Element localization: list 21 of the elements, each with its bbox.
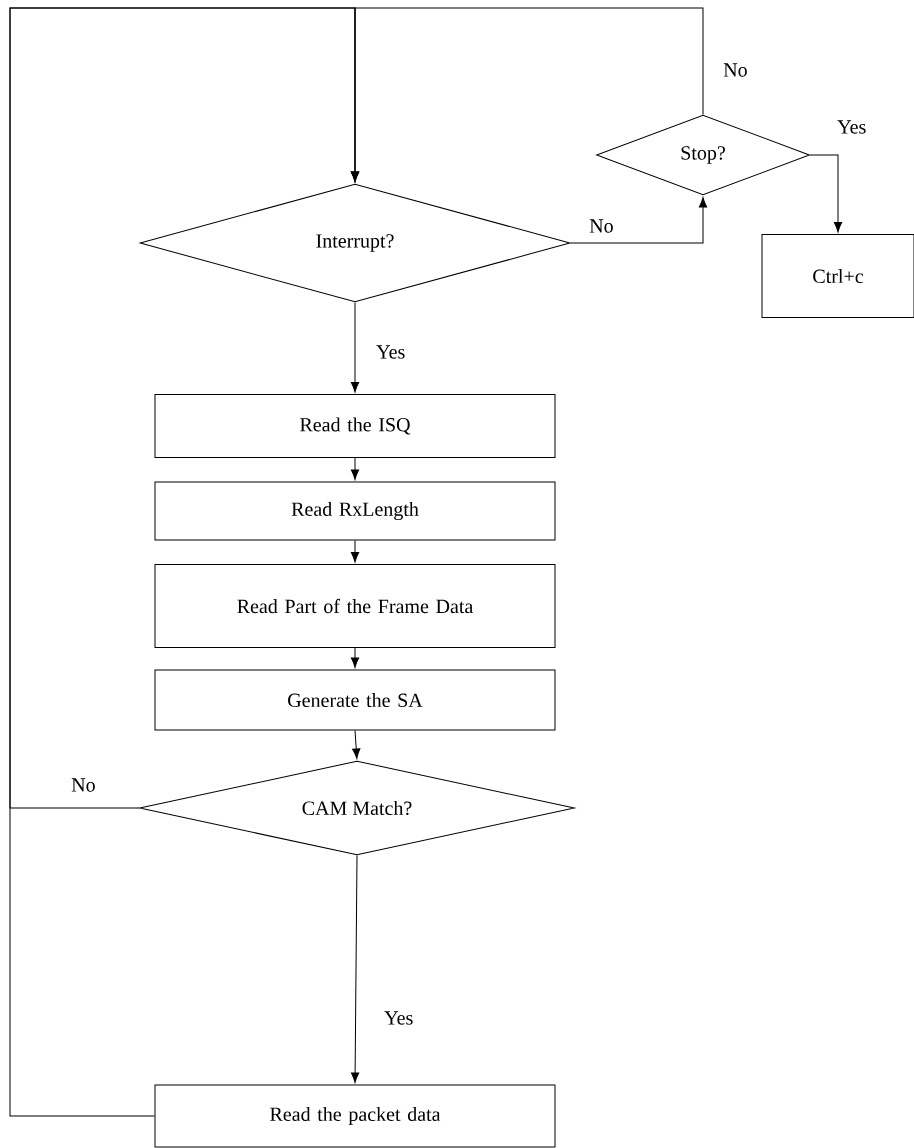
arrow xyxy=(350,302,360,393)
arrow xyxy=(350,647,360,668)
edge-label: Yes xyxy=(836,119,868,135)
arrow xyxy=(350,457,360,480)
arrow xyxy=(809,154,843,233)
process-box: Ctrl+c xyxy=(761,234,914,318)
arrow xyxy=(352,730,361,759)
arrow xyxy=(350,7,704,182)
process-box: Generate the SA xyxy=(154,669,556,731)
arrow xyxy=(351,855,360,1083)
edge-label: No xyxy=(70,777,97,793)
process-box: Read RxLength xyxy=(154,481,556,541)
arrow xyxy=(570,197,708,244)
process-box: Read the packet data xyxy=(154,1084,556,1148)
process-box: Read the ISQ xyxy=(154,394,556,458)
process-box: Read Part of the Frame Data xyxy=(154,564,556,648)
edge-label: No xyxy=(588,218,615,234)
edge-label: Yes xyxy=(375,344,407,360)
edge-label: No xyxy=(722,62,749,78)
arrow xyxy=(350,540,360,563)
edge-label: Yes xyxy=(383,1010,415,1026)
